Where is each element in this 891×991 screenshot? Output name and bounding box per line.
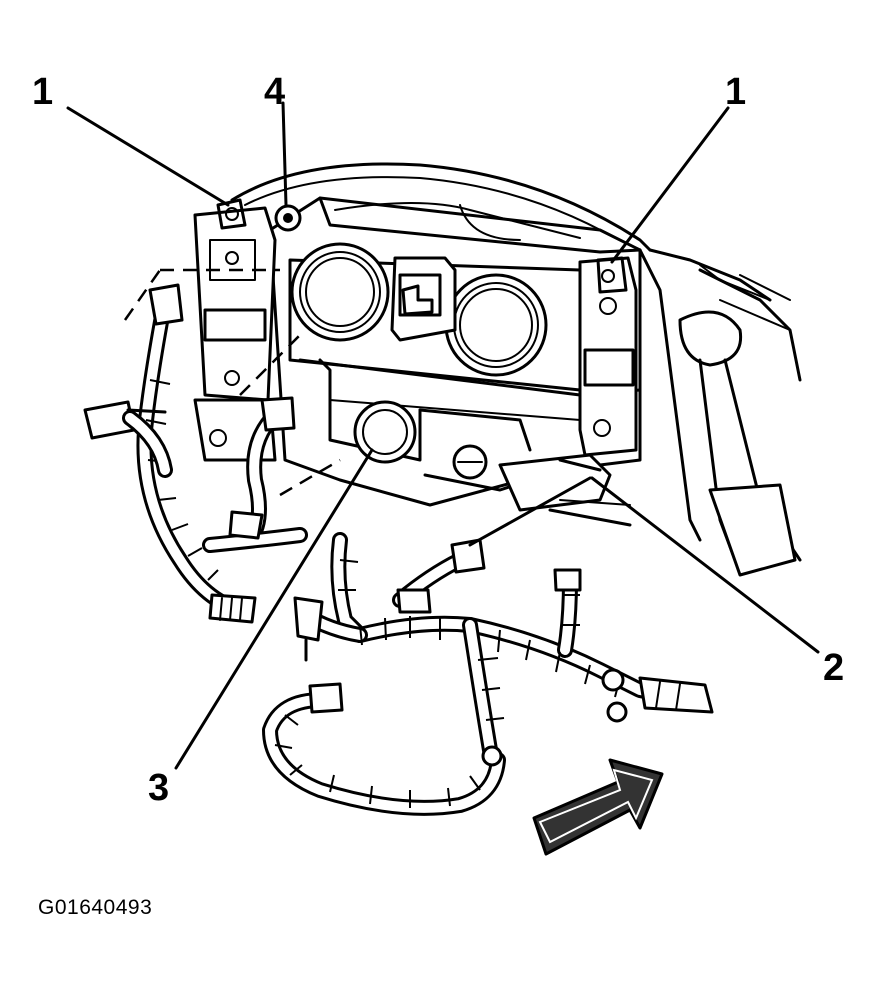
left-connector xyxy=(83,400,173,478)
left-gauge-opening xyxy=(290,242,390,342)
mounting-stud xyxy=(274,204,302,232)
callout-3: 3 xyxy=(148,767,169,809)
dashed-reference-lines xyxy=(123,268,341,497)
right-side-structure xyxy=(638,248,802,577)
right-gauge-opening xyxy=(444,273,548,377)
figure-id: G01640493 xyxy=(38,896,153,919)
lower-loop-harness xyxy=(262,682,506,816)
callout-2: 2 xyxy=(823,647,844,689)
center-pigtail xyxy=(202,396,308,553)
main-wiring-harness xyxy=(293,532,714,758)
callout-4: 4 xyxy=(264,71,285,113)
lower-right-bracket xyxy=(498,453,632,527)
switch-opening xyxy=(353,400,488,480)
direction-arrow xyxy=(532,758,664,856)
callout-1-right: 1 xyxy=(725,71,746,113)
center-connector xyxy=(390,256,457,342)
left-mounting-bracket xyxy=(193,198,277,402)
leader-lines xyxy=(66,101,820,770)
right-mounting-bracket xyxy=(578,256,638,457)
callout-1-left: 1 xyxy=(32,71,53,113)
